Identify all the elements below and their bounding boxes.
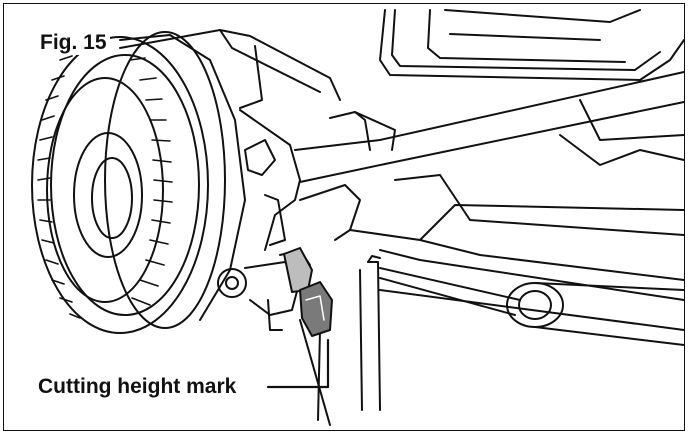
- callout-leader-line: [266, 338, 330, 389]
- figure-frame: [3, 3, 685, 431]
- figure-title: Fig. 15: [37, 31, 110, 55]
- grass-catcher: [379, 9, 685, 81]
- cutting-height-mark: [283, 247, 333, 337]
- handle-bars: [294, 71, 685, 183]
- front-wheel: [31, 31, 246, 334]
- rear-roller: [379, 267, 685, 346]
- callout-label: Cutting height mark: [36, 374, 239, 400]
- mower-deck: [239, 109, 685, 331]
- frame-top: [119, 29, 341, 109]
- frame-posts: [299, 255, 381, 426]
